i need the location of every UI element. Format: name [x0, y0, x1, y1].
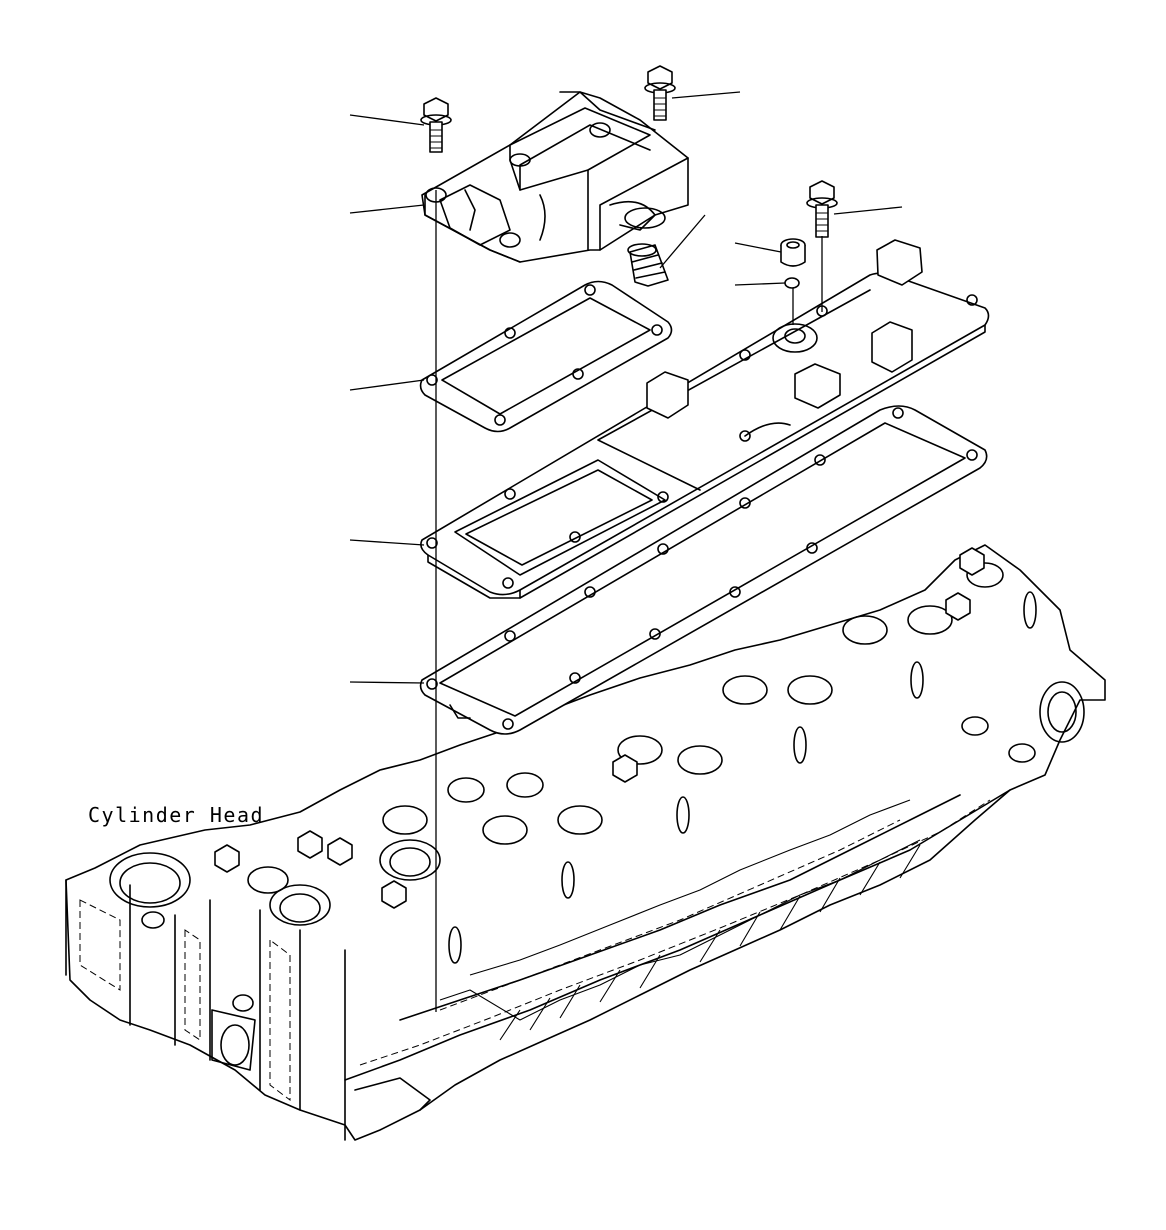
cylinder-head-label: Cylinder Head	[88, 803, 264, 827]
head-bosses	[247, 562, 1004, 926]
plug	[780, 238, 806, 267]
gasket-long-holes	[426, 407, 978, 730]
manifold-gasket-long	[419, 405, 988, 735]
head-bolts	[214, 547, 985, 909]
sensor-plug	[627, 243, 669, 287]
flange-bolt-2	[644, 65, 676, 121]
flange-bolt-1	[420, 97, 452, 153]
intake-manifold-cover	[420, 239, 990, 599]
air-inlet-connector	[421, 91, 689, 263]
callout-leaders	[349, 91, 903, 684]
flange-bolt-3	[806, 180, 838, 238]
assembly-centerlines	[435, 190, 823, 1012]
inlet-gasket	[419, 280, 673, 433]
cylinder-head	[65, 544, 1106, 1141]
o-ring	[784, 277, 800, 289]
